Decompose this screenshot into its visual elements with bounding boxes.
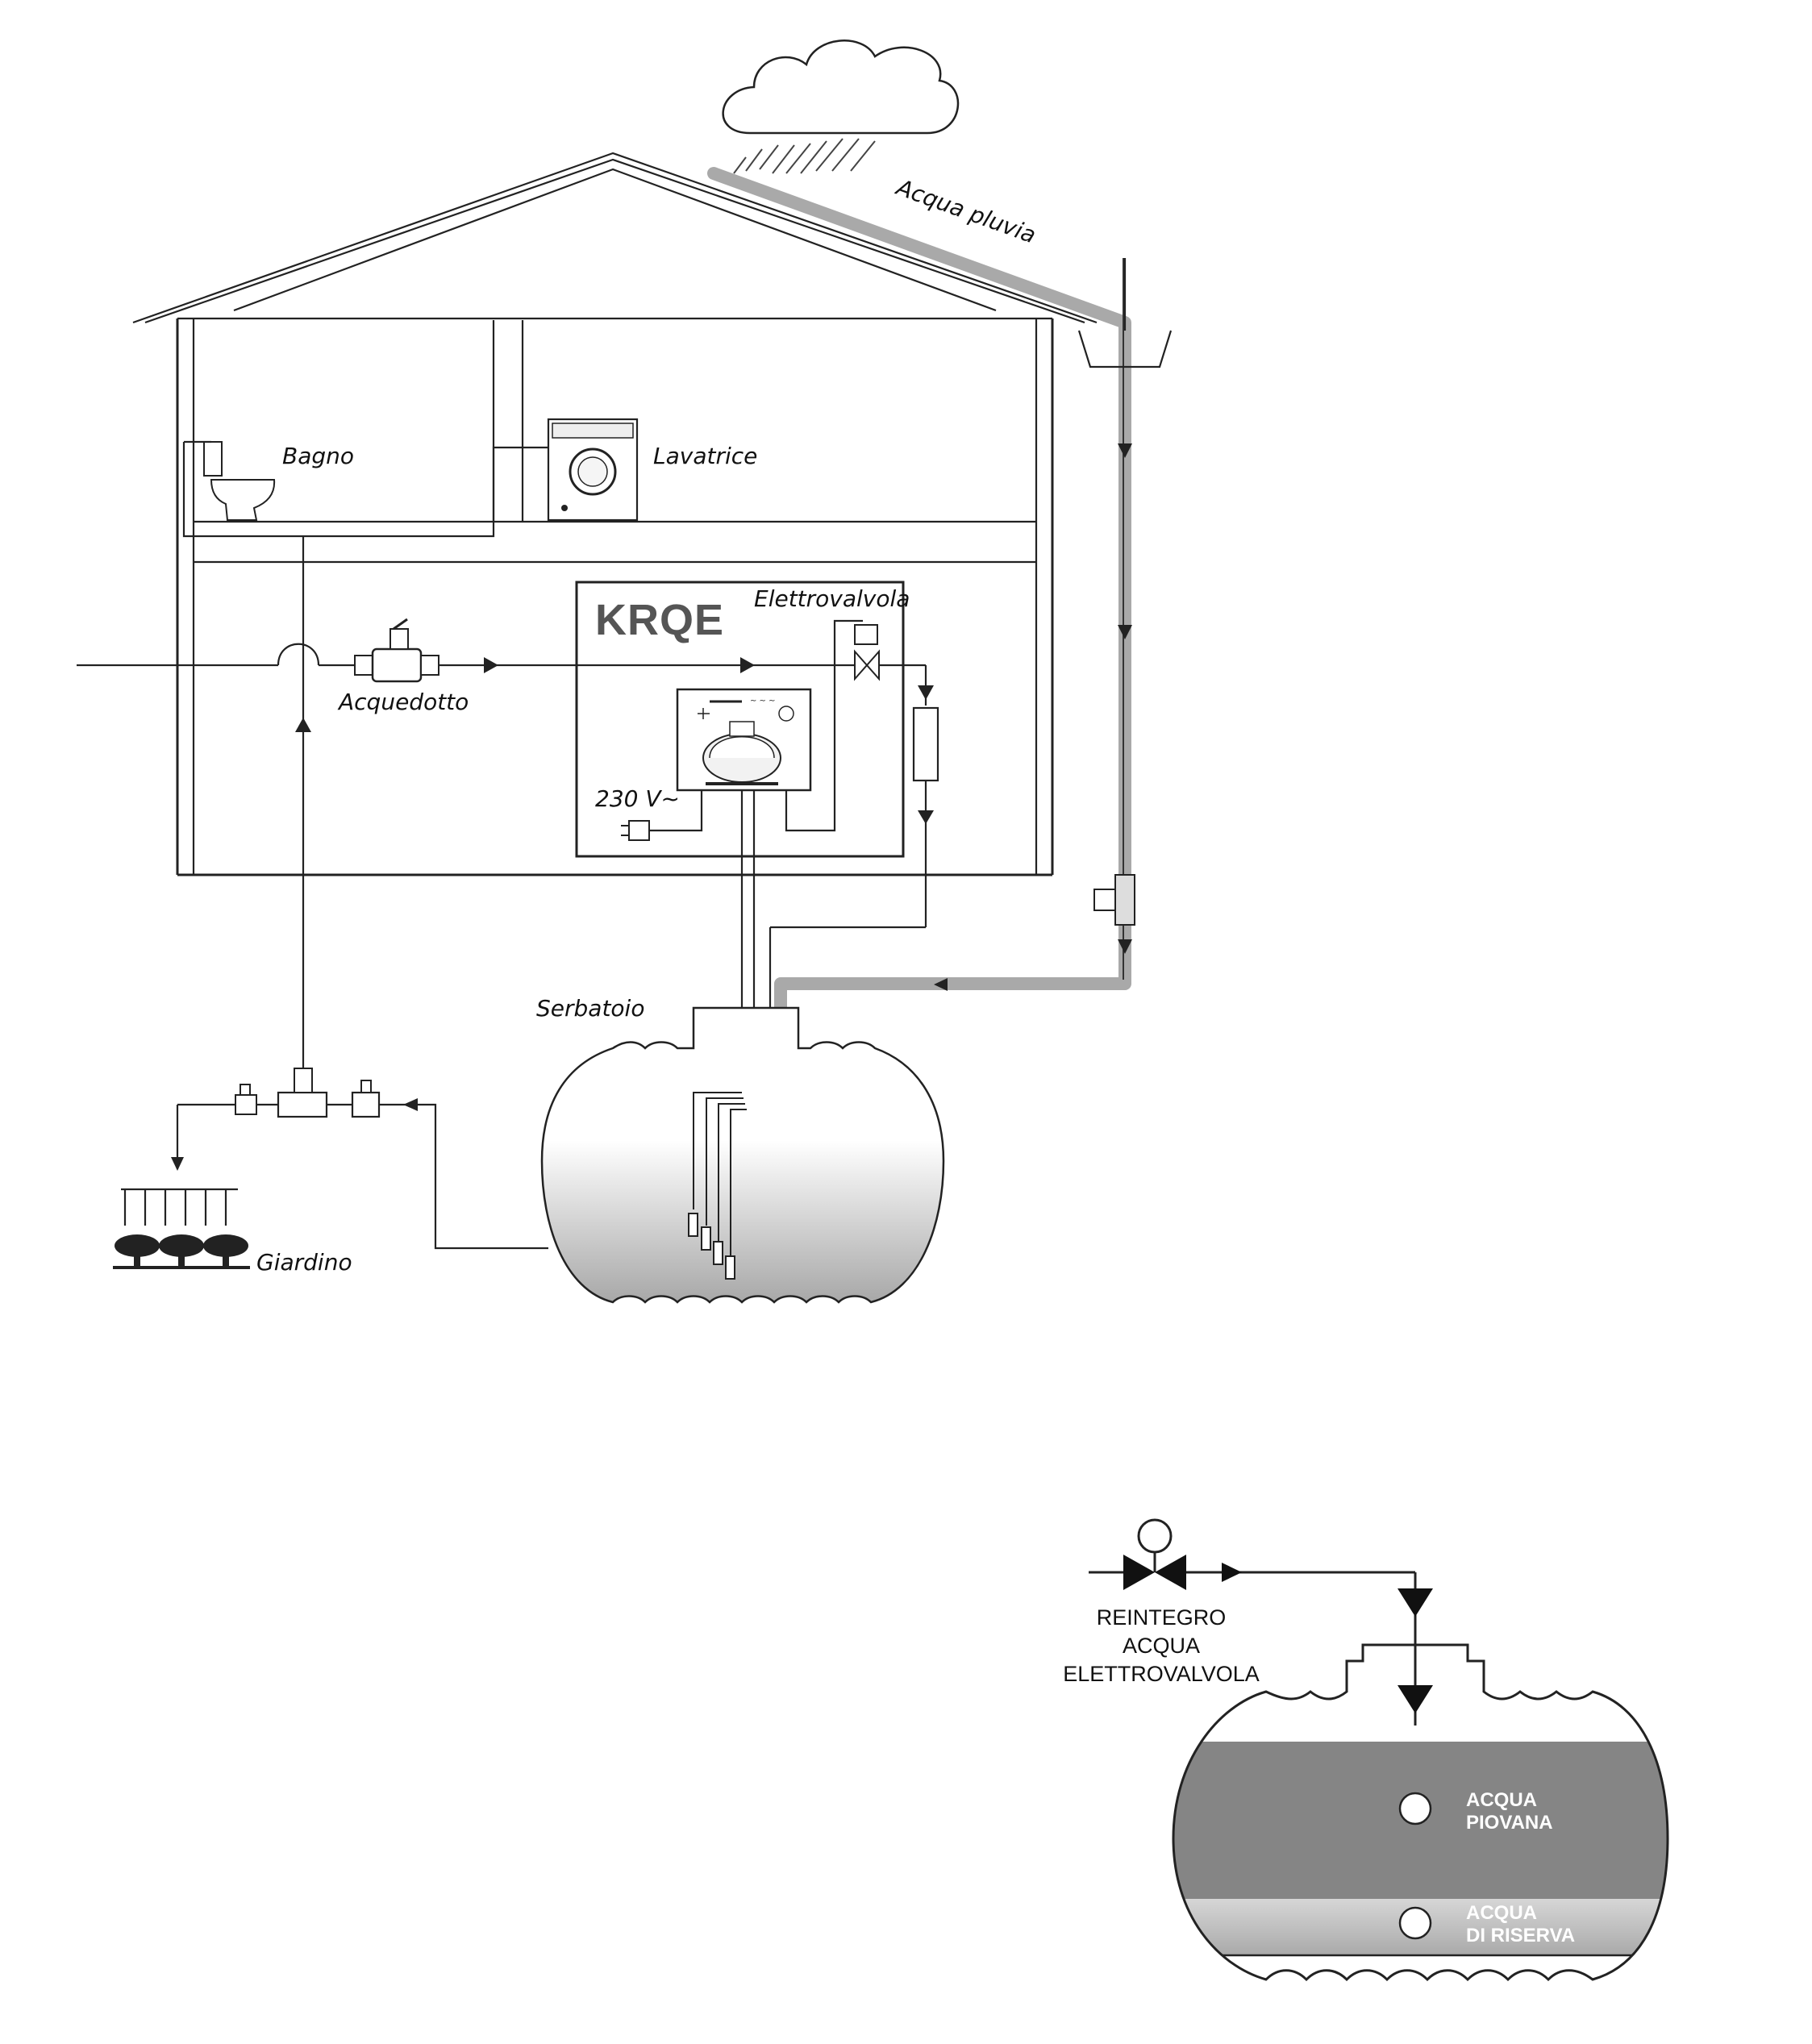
garden-pipe xyxy=(171,1068,548,1250)
tank-detail-diagram: REINTEGRO ACQUA ELETTROVALVOLA ACQUA PIO… xyxy=(1063,1518,1669,1982)
refill-line-1: REINTEGRO xyxy=(1097,1605,1227,1630)
cloud-icon xyxy=(722,40,960,135)
reserve-line-1: ACQUA xyxy=(1466,1902,1537,1924)
rainwater-line-2: PIOVANA xyxy=(1466,1812,1553,1834)
solenoid-symbol-icon xyxy=(1089,1518,1415,1590)
power-label: 230 V~ xyxy=(595,785,680,812)
rain-label: Acqua pluvia xyxy=(892,173,1039,249)
washer-label: Lavatrice xyxy=(653,443,757,469)
garden-supply-pipe xyxy=(295,536,311,1068)
sprinkler-icon xyxy=(121,1188,238,1226)
washing-machine-icon xyxy=(547,418,639,522)
refill-line-3: ELETTROVALVOLA xyxy=(1063,1662,1260,1686)
solenoid-label: Elettrovalvola xyxy=(754,585,910,612)
upper-level-sensor-icon xyxy=(1398,1792,1432,1825)
refill-pipe xyxy=(769,685,939,1012)
lower-level-sensor-icon xyxy=(1398,1906,1432,1940)
rainwater-line-1: ACQUA xyxy=(1466,1789,1537,1811)
plants-icon xyxy=(113,1234,250,1269)
power-plug-icon xyxy=(621,820,650,841)
mains-meter-icon xyxy=(354,618,439,683)
rain-drops xyxy=(733,138,876,174)
garden-label: Giardino xyxy=(256,1249,352,1276)
gutter-funnel xyxy=(1077,258,1173,368)
float-switches xyxy=(688,1092,747,1280)
downpipe-arrows xyxy=(934,443,1132,991)
svg-text:~ ~ ~: ~ ~ ~ xyxy=(750,697,776,706)
tank-label: Serbatoio xyxy=(536,995,644,1022)
rain-gutter-pipe xyxy=(707,167,1131,1049)
krqe-control-box: KRQE ~ ~ ~ 230 V~ xyxy=(575,581,905,1105)
brand-label: KRQE xyxy=(595,596,724,644)
toilet-icon xyxy=(182,440,548,538)
rain-filter xyxy=(1093,874,1135,926)
refill-line-2: ACQUA xyxy=(1123,1634,1200,1658)
reserve-line-2: DI RISERVA xyxy=(1466,1925,1575,1946)
mains-label: Acquedotto xyxy=(337,689,469,715)
bathroom-label: Bagno xyxy=(282,443,354,469)
solenoid-valve-icon xyxy=(854,624,927,706)
storage-tank xyxy=(540,1006,945,1304)
